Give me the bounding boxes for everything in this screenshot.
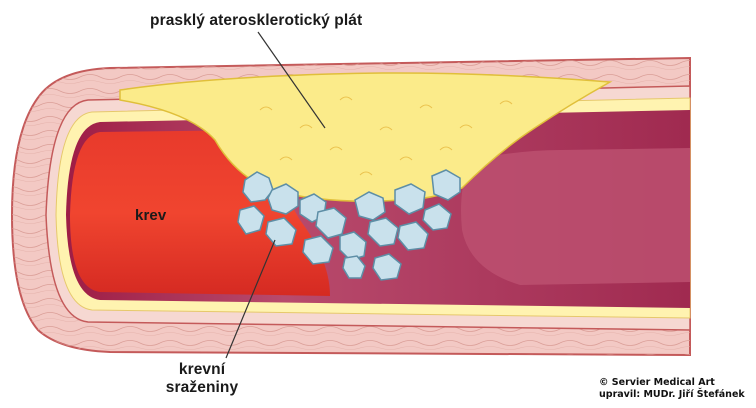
clot-label-line2: sraženiny xyxy=(162,379,242,397)
blood-label: krev xyxy=(135,207,166,224)
credit-text: © Servier Medical Art upravil: MUDr. Jiř… xyxy=(599,377,745,401)
plaque-label: prasklý aterosklerotický plát xyxy=(150,12,362,30)
clot-label-line1: krevní xyxy=(162,361,242,379)
clot-label: krevní sraženiny xyxy=(162,361,242,397)
credit-line1: © Servier Medical Art xyxy=(599,377,745,389)
credit-line2: upravil: MUDr. Jiří Štefánek xyxy=(599,389,745,401)
